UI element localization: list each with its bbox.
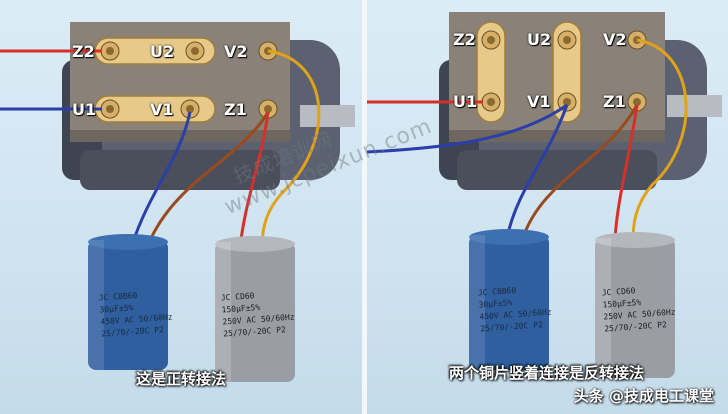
terminal-post-u2 bbox=[185, 41, 205, 61]
terminal-post-z1 bbox=[258, 99, 278, 119]
cap-wire-red bbox=[238, 111, 270, 249]
cap-wire-blue bbox=[130, 111, 192, 246]
terminal-label-u2: U2 bbox=[527, 30, 552, 49]
terminal-box-shadow bbox=[70, 130, 290, 142]
cap-wire-yellow bbox=[260, 49, 321, 249]
forward-wiring-panel: Z2 U2 V2 U1 V1 Z1 JC CBB60 30μF±5% 450V … bbox=[0, 0, 362, 414]
motor-base bbox=[457, 150, 657, 190]
terminal-label-z1: Z1 bbox=[224, 100, 247, 119]
terminal-post-u1 bbox=[481, 92, 501, 112]
supply-wire-blue bbox=[367, 103, 568, 154]
motor-base bbox=[80, 150, 280, 190]
terminal-post-u2 bbox=[557, 30, 577, 50]
panel-divider bbox=[362, 0, 367, 414]
capacitor-blue-label: JC CBB60 30μF±5% 450V AC 50/60Hz 25/70/-… bbox=[98, 288, 173, 341]
terminal-label-v2: V2 bbox=[224, 42, 248, 61]
capacitor-grey-label: JC CD60 150μF±5% 250V AC 50/60Hz 25/70/-… bbox=[220, 288, 295, 341]
reverse-caption: 两个铜片竖着连接是反转接法 bbox=[449, 364, 645, 382]
forward-caption: 这是正转接法 bbox=[136, 370, 227, 388]
motor-shaft bbox=[667, 95, 722, 117]
capacitor-grey bbox=[595, 232, 675, 378]
terminal-post-v1 bbox=[180, 99, 200, 119]
cap-wire-brown bbox=[146, 111, 270, 246]
capacitor-blue-label: JC CBB60 30μF±5% 450V AC 50/60Hz 25/70/-… bbox=[477, 283, 552, 336]
terminal-label-z2: Z2 bbox=[453, 30, 476, 49]
cap-wire-red bbox=[613, 104, 639, 241]
cap-wire-yellow bbox=[631, 38, 688, 241]
capacitor-grey bbox=[215, 236, 295, 382]
cap-wire-blue bbox=[505, 104, 569, 239]
terminal-label-v1: V1 bbox=[527, 92, 551, 111]
terminal-post-u1 bbox=[100, 99, 120, 119]
motor-shaft bbox=[300, 105, 355, 127]
reverse-wiring-panel: Z2 U2 V2 U1 V1 Z1 JC CBB60 30μF±5% 450V … bbox=[367, 0, 728, 414]
reverse-wiring-diagram bbox=[367, 12, 722, 378]
cap-wire-brown bbox=[521, 104, 639, 239]
terminal-label-z2: Z2 bbox=[72, 42, 95, 61]
source-tag: 头条 @技成电工课堂 bbox=[573, 387, 714, 405]
capacitor-blue bbox=[88, 234, 168, 370]
terminal-label-u2: U2 bbox=[150, 42, 175, 61]
terminal-label-v2: V2 bbox=[603, 30, 627, 49]
terminal-label-v1: V1 bbox=[150, 100, 174, 119]
capacitor-blue bbox=[469, 229, 549, 370]
terminal-label-z1: Z1 bbox=[603, 92, 626, 111]
capacitor-grey-label: JC CD60 150μF±5% 250V AC 50/60Hz 25/70/-… bbox=[601, 283, 676, 336]
forward-wiring-diagram bbox=[0, 22, 355, 382]
terminal-label-u1: U1 bbox=[453, 92, 478, 111]
terminal-post-z2 bbox=[100, 41, 120, 61]
terminal-post-z2 bbox=[481, 30, 501, 50]
terminal-label-u1: U1 bbox=[72, 100, 97, 119]
